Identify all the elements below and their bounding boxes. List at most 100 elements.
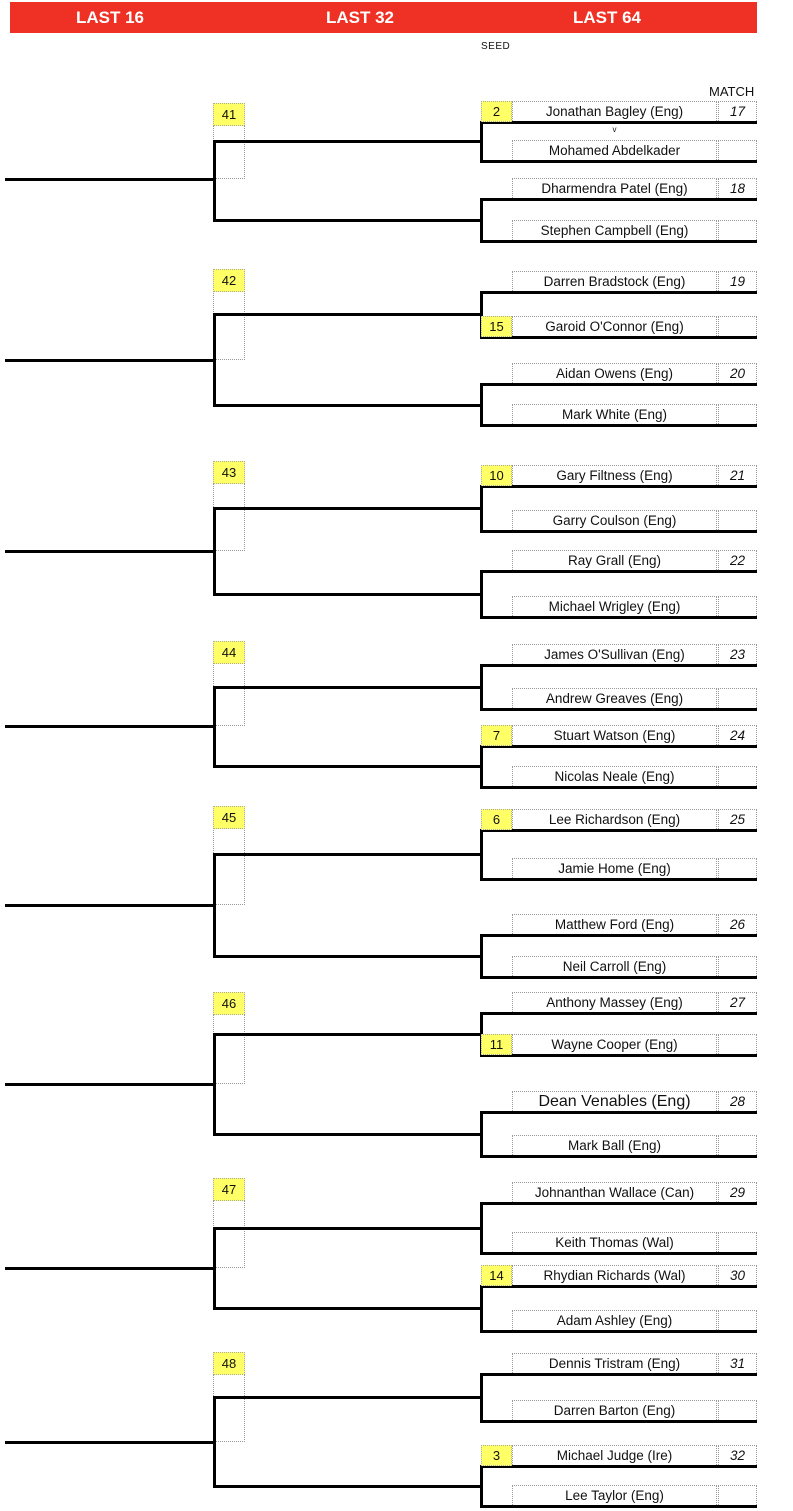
player-row: Darren Barton (Eng) xyxy=(480,1400,757,1423)
player-row: Michael Wrigley (Eng) xyxy=(480,596,757,619)
player-name: Garry Coulson (Eng) xyxy=(512,510,717,530)
score-cell xyxy=(718,956,757,976)
score-cell xyxy=(213,828,245,905)
player-name: Dharmendra Patel (Eng) xyxy=(512,178,717,198)
score-cell xyxy=(213,663,245,726)
bracket-line xyxy=(480,121,483,163)
bracket-line xyxy=(480,1285,483,1333)
bracket-line xyxy=(213,404,483,407)
bracket-line xyxy=(213,593,483,596)
bracket-line xyxy=(213,1033,483,1036)
seed-badge: 15 xyxy=(481,316,512,337)
player-row: Dean Venables (Eng) 28 xyxy=(480,1091,757,1114)
player-row: Dennis Tristram (Eng) 31 xyxy=(480,1353,757,1376)
player-name: Dennis Tristram (Eng) xyxy=(512,1353,717,1373)
seed-badge: 11 xyxy=(481,1034,512,1055)
bracket-line xyxy=(480,198,483,243)
match-number: 25 xyxy=(718,809,757,829)
player-row: 14 Rhydian Richards (Wal) 30 xyxy=(480,1265,757,1288)
match-number: 21 xyxy=(718,465,757,485)
score-cell xyxy=(213,125,245,179)
player-row: Keith Thomas (Wal) xyxy=(480,1232,757,1255)
bracket-line xyxy=(213,1485,483,1488)
player-name: Johnanthan Wallace (Can) xyxy=(512,1182,717,1202)
last32-tie-number: 48 xyxy=(213,1352,245,1375)
last32-tie-number: 45 xyxy=(213,806,245,829)
player-row: Anthony Massey (Eng) 27 xyxy=(480,992,757,1015)
match-number: 28 xyxy=(718,1091,757,1111)
player-row: Nicolas Neale (Eng) xyxy=(480,766,757,789)
player-name: Mark White (Eng) xyxy=(512,404,717,424)
match-number: 23 xyxy=(718,644,757,664)
bracket-line xyxy=(213,140,216,222)
winner-advance-line xyxy=(5,1083,216,1086)
player-row: 15 Garoid O'Connor (Eng) xyxy=(480,316,757,339)
winner-advance-line xyxy=(5,904,216,907)
bracket-line xyxy=(480,745,483,789)
score-cell xyxy=(213,291,245,360)
player-name: Wayne Cooper (Eng) xyxy=(512,1034,717,1054)
bracket-line xyxy=(213,507,483,510)
player-name: Neil Carroll (Eng) xyxy=(512,956,717,976)
player-row: Garry Coulson (Eng) xyxy=(480,510,757,533)
last32-tie-number: 44 xyxy=(213,641,245,664)
score-cell xyxy=(718,596,757,616)
score-cell xyxy=(718,1232,757,1252)
column-header-last16: LAST 16 xyxy=(75,8,145,27)
player-row: Stephen Campbell (Eng) xyxy=(480,220,757,243)
player-name: Mohamed Abdelkader xyxy=(512,140,717,160)
player-name: Mark Ball (Eng) xyxy=(512,1135,717,1155)
bracket-line xyxy=(213,853,483,856)
bracket-line xyxy=(213,1133,483,1136)
player-row: Aidan Owens (Eng) 20 xyxy=(480,363,757,386)
player-row: Johnanthan Wallace (Can) 29 xyxy=(480,1182,757,1205)
match-number: 20 xyxy=(718,363,757,383)
player-row: Jamie Home (Eng) xyxy=(480,858,757,881)
score-cell xyxy=(718,766,757,786)
score-cell xyxy=(718,688,757,708)
match-number: 32 xyxy=(718,1445,757,1465)
bracket-line xyxy=(480,291,483,339)
column-header-last64: LAST 64 xyxy=(572,8,642,27)
winner-advance-line xyxy=(5,550,216,553)
winner-advance-line xyxy=(5,725,216,728)
seed-badge: 6 xyxy=(481,809,512,830)
seed-column-label: SEED xyxy=(481,41,511,52)
player-row: Adam Ashley (Eng) xyxy=(480,1310,757,1333)
player-name: Rhydian Richards (Wal) xyxy=(512,1265,717,1285)
player-name: Darren Bradstock (Eng) xyxy=(512,271,717,291)
last32-tie-number: 43 xyxy=(213,461,245,484)
score-cell xyxy=(718,1135,757,1155)
player-name: Gary Filtness (Eng) xyxy=(512,465,717,485)
player-name: James O'Sullivan (Eng) xyxy=(512,644,717,664)
player-row: Lee Taylor (Eng) xyxy=(480,1485,757,1508)
score-cell xyxy=(718,1034,757,1054)
player-row: Andrew Greaves (Eng) xyxy=(480,688,757,711)
bracket-line xyxy=(480,1465,483,1508)
bracket-line xyxy=(213,140,483,143)
score-cell xyxy=(718,1485,757,1505)
score-cell xyxy=(718,140,757,160)
seed-badge: 2 xyxy=(481,101,512,122)
player-row: 7 Stuart Watson (Eng) 24 xyxy=(480,725,757,748)
score-cell xyxy=(213,1200,245,1268)
score-cell xyxy=(213,483,245,551)
player-name: Keith Thomas (Wal) xyxy=(512,1232,717,1252)
player-name: Andrew Greaves (Eng) xyxy=(512,688,717,708)
player-row: 3 Michael Judge (Ire) 32 xyxy=(480,1445,757,1468)
bracket-line xyxy=(480,1111,483,1158)
bracket-line xyxy=(480,664,483,711)
match-number: 31 xyxy=(718,1353,757,1373)
player-row: Mark Ball (Eng) xyxy=(480,1135,757,1158)
bracket-line xyxy=(480,934,483,979)
score-cell xyxy=(213,1374,245,1442)
score-cell xyxy=(718,316,757,336)
match-number: 17 xyxy=(718,101,757,121)
winner-advance-line xyxy=(5,359,216,362)
player-row: Mohamed Abdelkader xyxy=(480,140,757,163)
player-name: Adam Ashley (Eng) xyxy=(512,1310,717,1330)
player-name: Jonathan Bagley (Eng) xyxy=(512,101,717,121)
player-row: 11 Wayne Cooper (Eng) xyxy=(480,1034,757,1057)
bracket-line xyxy=(213,219,483,222)
score-cell xyxy=(718,220,757,240)
